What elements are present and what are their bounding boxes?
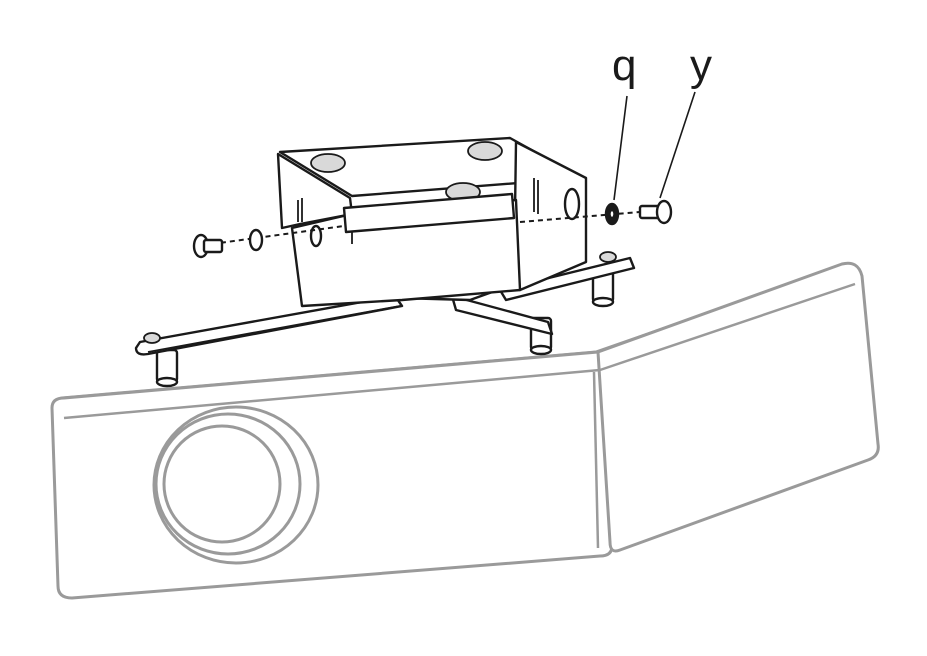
screw-callout-label: y: [690, 41, 712, 90]
right-hardware: [519, 199, 673, 226]
left-hardware: [192, 225, 345, 259]
washer-callout-label: q: [612, 41, 636, 90]
projector-body: [50, 261, 880, 600]
lens: [152, 405, 320, 565]
ceiling-bracket: [276, 136, 588, 308]
callout-leaders: [613, 91, 696, 201]
